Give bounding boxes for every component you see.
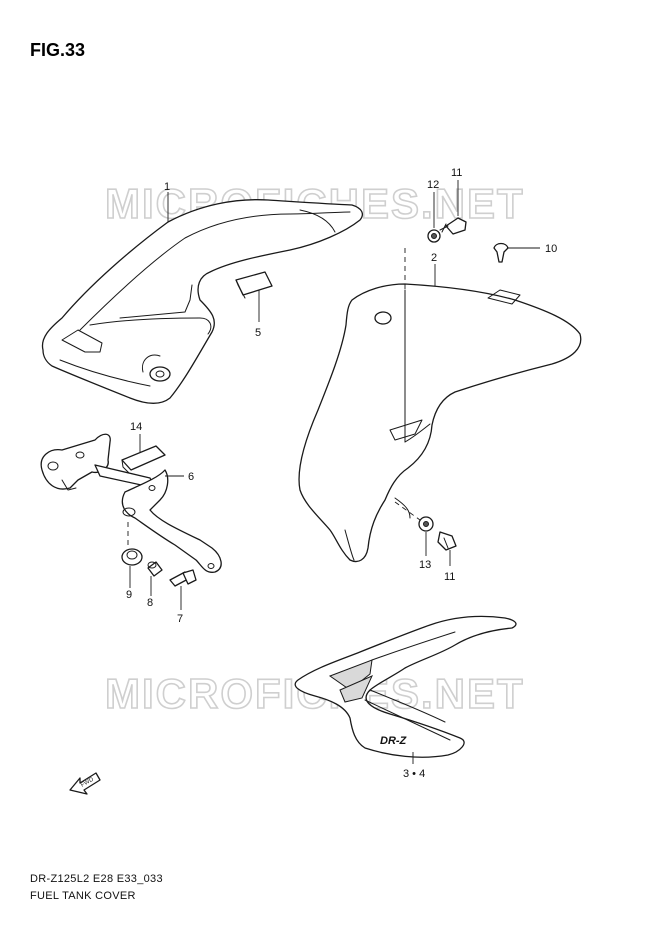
- decal-logo-text: DR-Z: [380, 735, 408, 747]
- callout-5: 5: [255, 327, 261, 339]
- callout-14: 14: [130, 421, 142, 433]
- callout-11-bottom: 11: [444, 571, 455, 583]
- diagram-code: DR-Z125L2 E28 E33_033: [30, 873, 163, 885]
- part-12-washer: [427, 229, 441, 243]
- part-10-clip: [493, 242, 509, 263]
- callout-10: 10: [545, 243, 557, 255]
- part-8-collar: [147, 561, 163, 577]
- diagram-name: FUEL TANK COVER: [30, 890, 136, 902]
- part-7-bolt: [169, 569, 197, 587]
- part-13-washer: [418, 516, 434, 532]
- part-11-bolt-top: [439, 217, 467, 235]
- callout-2: 2: [431, 252, 437, 264]
- callout-6: 6: [188, 471, 194, 483]
- part-5-cushion: [235, 271, 273, 299]
- callout-9: 9: [126, 589, 132, 601]
- part-1-left-tank-cover: [41, 199, 363, 404]
- part-2-right-tank-cover: [298, 283, 582, 563]
- figure-title: FIG.33: [30, 40, 86, 60]
- part-6-bracket: [40, 433, 222, 573]
- part-14-pad: [121, 445, 166, 476]
- callout-8: 8: [147, 597, 153, 609]
- callout-11-top: 11: [451, 167, 462, 179]
- callout-13: 13: [419, 559, 431, 571]
- callout-7: 7: [177, 613, 183, 625]
- callout-3-4: 3 • 4: [403, 768, 425, 780]
- callout-1: 1: [164, 181, 170, 193]
- assembly-line-13: [394, 501, 421, 521]
- callout-12: 12: [427, 179, 439, 191]
- part-11-bolt-bottom: [437, 531, 457, 551]
- part-9-grommet: [121, 548, 143, 566]
- part-3-4-decal: DR-Z: [294, 615, 517, 758]
- forward-arrow-icon: FWD: [69, 772, 101, 795]
